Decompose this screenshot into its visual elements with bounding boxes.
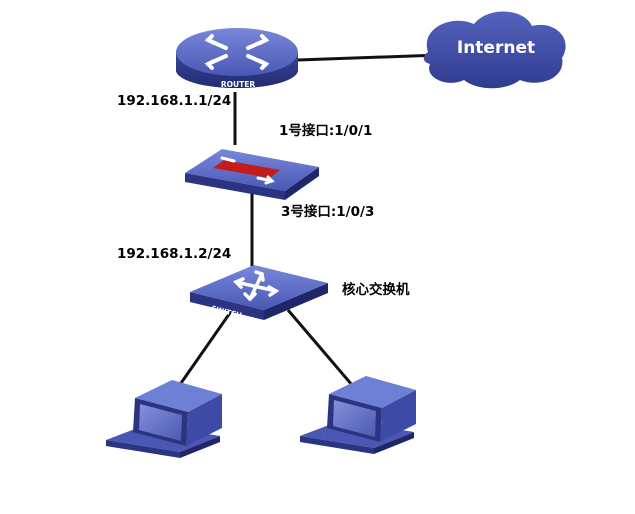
pc-left-icon (106, 380, 222, 458)
firewall-icon (185, 149, 319, 200)
core-switch-label: 核心交换机 (342, 282, 410, 298)
switch-ip-label: 192.168.1.2/24 (117, 246, 232, 262)
pc-right-icon (300, 376, 416, 454)
switch-pc-right-link (286, 309, 360, 393)
router-icon: ROUTER (176, 28, 298, 89)
switch-icon: SWITCH (190, 265, 328, 320)
connection-lines (170, 53, 441, 397)
firewall-port3-label: 3号接口:1/0/3 (281, 204, 375, 220)
router-ip-label: 192.168.1.1/24 (117, 93, 232, 109)
internet-cloud: Internet (423, 11, 566, 89)
switch-pc-left-link (170, 309, 234, 397)
router-internet-link (297, 53, 441, 62)
router-badge-label: ROUTER (221, 80, 255, 89)
internet-label: Internet (457, 38, 535, 58)
firewall-port1-label: 1号接口:1/0/1 (279, 123, 373, 139)
